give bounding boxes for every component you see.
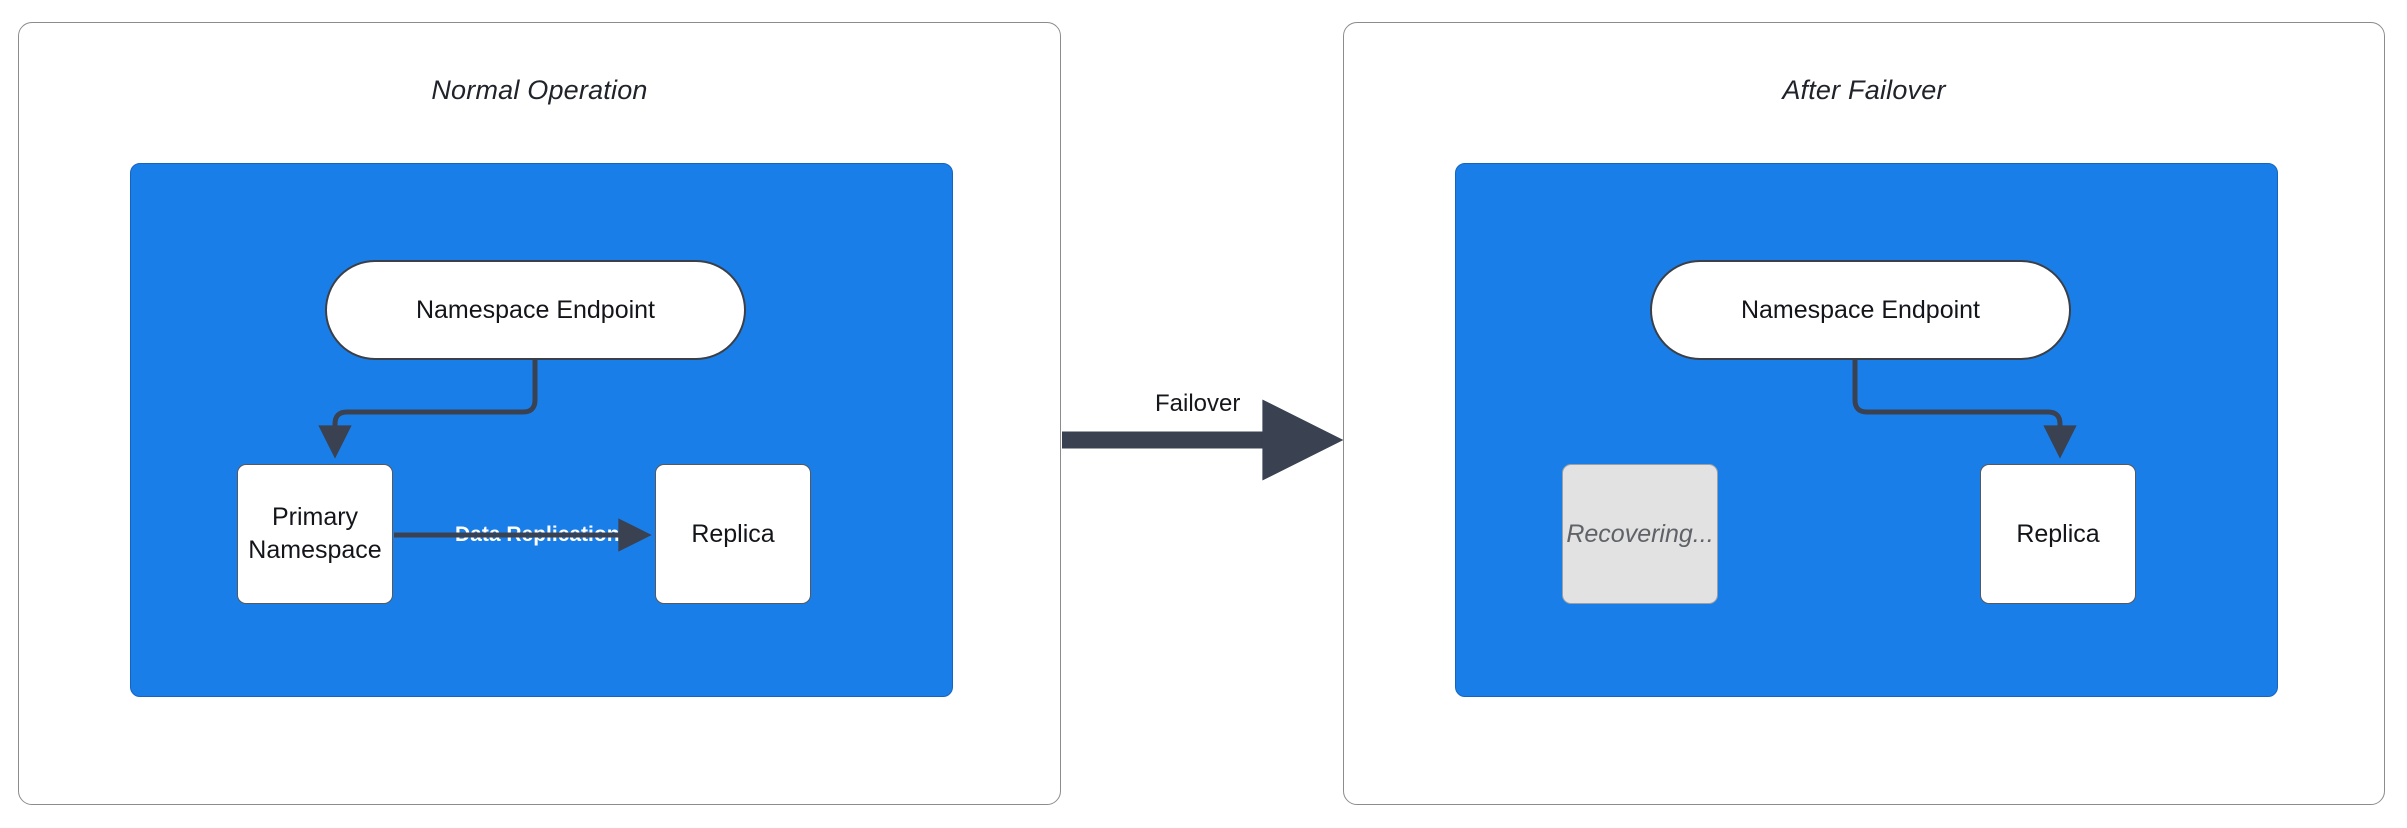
panel-title-normal-operation: Normal Operation <box>431 75 648 105</box>
node-primary-namespace-label: Primary Namespace <box>248 503 382 564</box>
node-namespace-endpoint-left[interactable]: Namespace Endpoint <box>325 260 746 360</box>
node-replica-left[interactable]: Replica <box>655 464 811 604</box>
region-normal-operation <box>130 163 953 697</box>
node-primary-namespace[interactable]: Primary Namespace <box>237 464 393 604</box>
node-recovering[interactable]: Recovering... <box>1562 464 1718 604</box>
region-after-failover <box>1455 163 2278 697</box>
node-namespace-endpoint-right[interactable]: Namespace Endpoint <box>1650 260 2071 360</box>
connector-label-data-replication: Data Replication <box>455 523 620 546</box>
transition-label-failover: Failover <box>1155 390 1241 417</box>
panel-title-after-failover: After Failover <box>1782 75 1946 105</box>
node-replica-right[interactable]: Replica <box>1980 464 2136 604</box>
